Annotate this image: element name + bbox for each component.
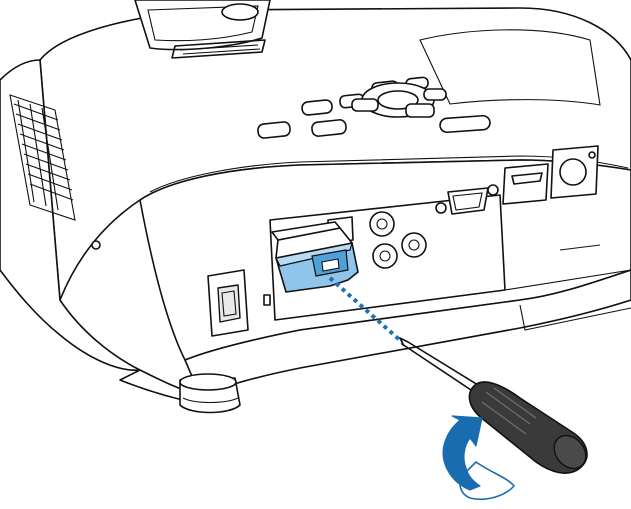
power-inlet bbox=[207, 269, 271, 337]
vent-grille bbox=[9, 94, 101, 250]
rotation-arrow-icon bbox=[442, 415, 515, 501]
control-panel bbox=[257, 76, 491, 139]
projector-base-right bbox=[504, 244, 631, 331]
projector-body bbox=[0, 7, 631, 406]
usb-cable-cover bbox=[271, 221, 359, 293]
lens-housing bbox=[134, 0, 271, 59]
front-foot bbox=[179, 373, 241, 414]
screw-guide-line bbox=[328, 276, 404, 344]
screwdriver-icon bbox=[399, 337, 588, 474]
